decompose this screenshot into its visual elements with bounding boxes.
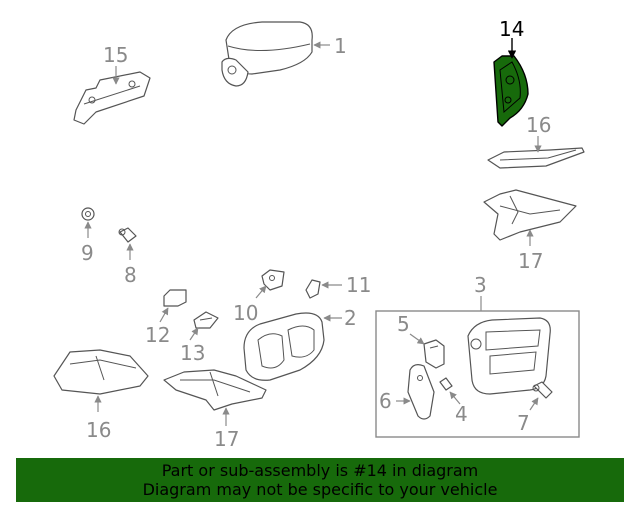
leader-5 bbox=[409, 333, 425, 345]
callout-11: 11 bbox=[346, 273, 371, 297]
part-16-lower-trim[interactable] bbox=[53, 349, 149, 395]
callout-8: 8 bbox=[124, 263, 137, 287]
part-3-subassembly-box bbox=[375, 296, 580, 438]
parts-diagram: 1 15 14 16 17 9 8 bbox=[53, 17, 585, 451]
callout-12: 12 bbox=[145, 323, 170, 347]
part-16-upper-trim[interactable] bbox=[487, 147, 585, 169]
part-2-bezel[interactable] bbox=[243, 312, 325, 381]
part-12-clip[interactable] bbox=[163, 289, 187, 307]
part-10-clip[interactable] bbox=[261, 269, 285, 291]
callout-10: 10 bbox=[233, 301, 258, 325]
callout-1: 1 bbox=[334, 34, 347, 58]
callout-2: 2 bbox=[344, 306, 357, 330]
banner-line-1: Part or sub-assembly is #14 in diagram bbox=[161, 461, 479, 480]
part-13-clip[interactable] bbox=[193, 311, 219, 329]
part-8-bolt[interactable] bbox=[118, 227, 137, 243]
leader-13 bbox=[189, 327, 199, 341]
leader-7 bbox=[529, 397, 539, 411]
callout-16-lower: 16 bbox=[86, 418, 111, 442]
callout-16-upper: 16 bbox=[526, 113, 551, 137]
part-11-clip[interactable] bbox=[305, 279, 321, 299]
part-14-panel[interactable] bbox=[493, 55, 529, 127]
callout-7: 7 bbox=[517, 411, 530, 435]
callout-13: 13 bbox=[180, 341, 205, 365]
part-6-cover[interactable] bbox=[407, 364, 435, 420]
part-5-bracket[interactable] bbox=[423, 339, 445, 369]
part-17-lower-bracket[interactable] bbox=[163, 369, 267, 411]
leader-12 bbox=[159, 307, 169, 323]
part-17-upper-bracket[interactable] bbox=[483, 189, 577, 241]
callout-17-upper: 17 bbox=[518, 249, 543, 273]
callout-3: 3 bbox=[474, 273, 487, 297]
callout-6: 6 bbox=[379, 389, 392, 413]
leader-10 bbox=[255, 285, 267, 299]
callout-5: 5 bbox=[397, 312, 410, 336]
part-3-console-panel[interactable] bbox=[467, 317, 551, 395]
callout-14: 14 bbox=[499, 17, 524, 41]
callout-9: 9 bbox=[81, 241, 94, 265]
callout-4: 4 bbox=[455, 402, 468, 426]
banner-line-2: Diagram may not be specific to your vehi… bbox=[142, 480, 498, 499]
info-banner: Part or sub-assembly is #14 in diagram D… bbox=[16, 458, 624, 502]
part-4-screw[interactable] bbox=[439, 377, 453, 391]
part-7-knob[interactable] bbox=[532, 381, 553, 399]
callout-15: 15 bbox=[103, 43, 128, 67]
part-9-fastener[interactable] bbox=[81, 207, 95, 221]
leader-4 bbox=[449, 391, 461, 405]
part-15-bracket[interactable] bbox=[73, 71, 151, 125]
part-1-lid[interactable] bbox=[221, 21, 313, 87]
callout-17-lower: 17 bbox=[214, 427, 239, 451]
